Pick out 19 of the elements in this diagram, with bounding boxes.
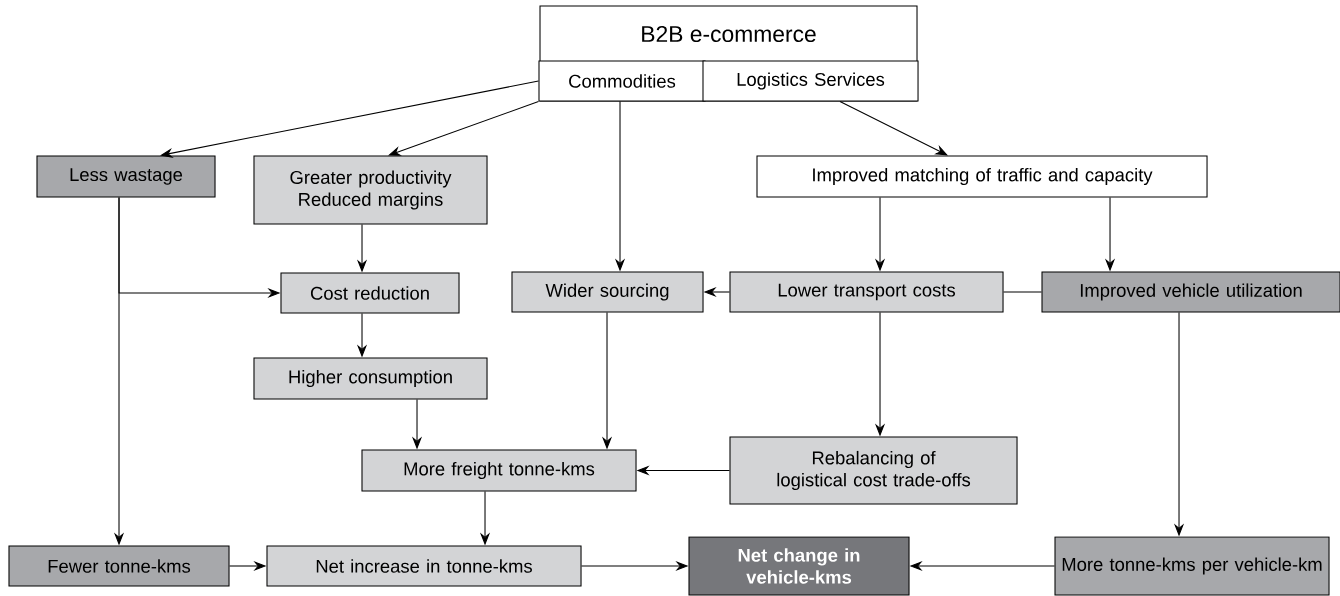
outcome-box: Net change in vehicle-kms	[688, 536, 910, 596]
effect-box: Lower transport costs	[729, 271, 1004, 313]
effect-box: Improved vehicle utilization	[1041, 271, 1340, 313]
effect-box: Greater productivity Reduced margins	[253, 155, 488, 225]
effect-box: Rebalancing of logistical cost trade-offs	[729, 436, 1018, 505]
category-cell: Logistics Services	[702, 60, 919, 102]
effect-box: Improved matching of traffic and capacity	[756, 155, 1208, 198]
category-cell: Commodities	[538, 60, 706, 102]
effect-box: Less wastage	[36, 155, 216, 198]
effect-box: Fewer tonne-kms	[8, 545, 230, 587]
arrow	[839, 101, 948, 156]
arrow	[388, 101, 539, 156]
effect-box: Net increase in tonne-kms	[266, 545, 582, 587]
effect-box: Wider sourcing	[511, 271, 704, 313]
effect-box: Cost reduction	[280, 272, 460, 314]
effect-box: More freight tonne-kms	[361, 449, 637, 492]
effect-box: More tonne-kms per vehicle-km	[1054, 536, 1330, 596]
effect-box: Higher consumption	[253, 357, 488, 400]
arrow	[160, 80, 539, 158]
